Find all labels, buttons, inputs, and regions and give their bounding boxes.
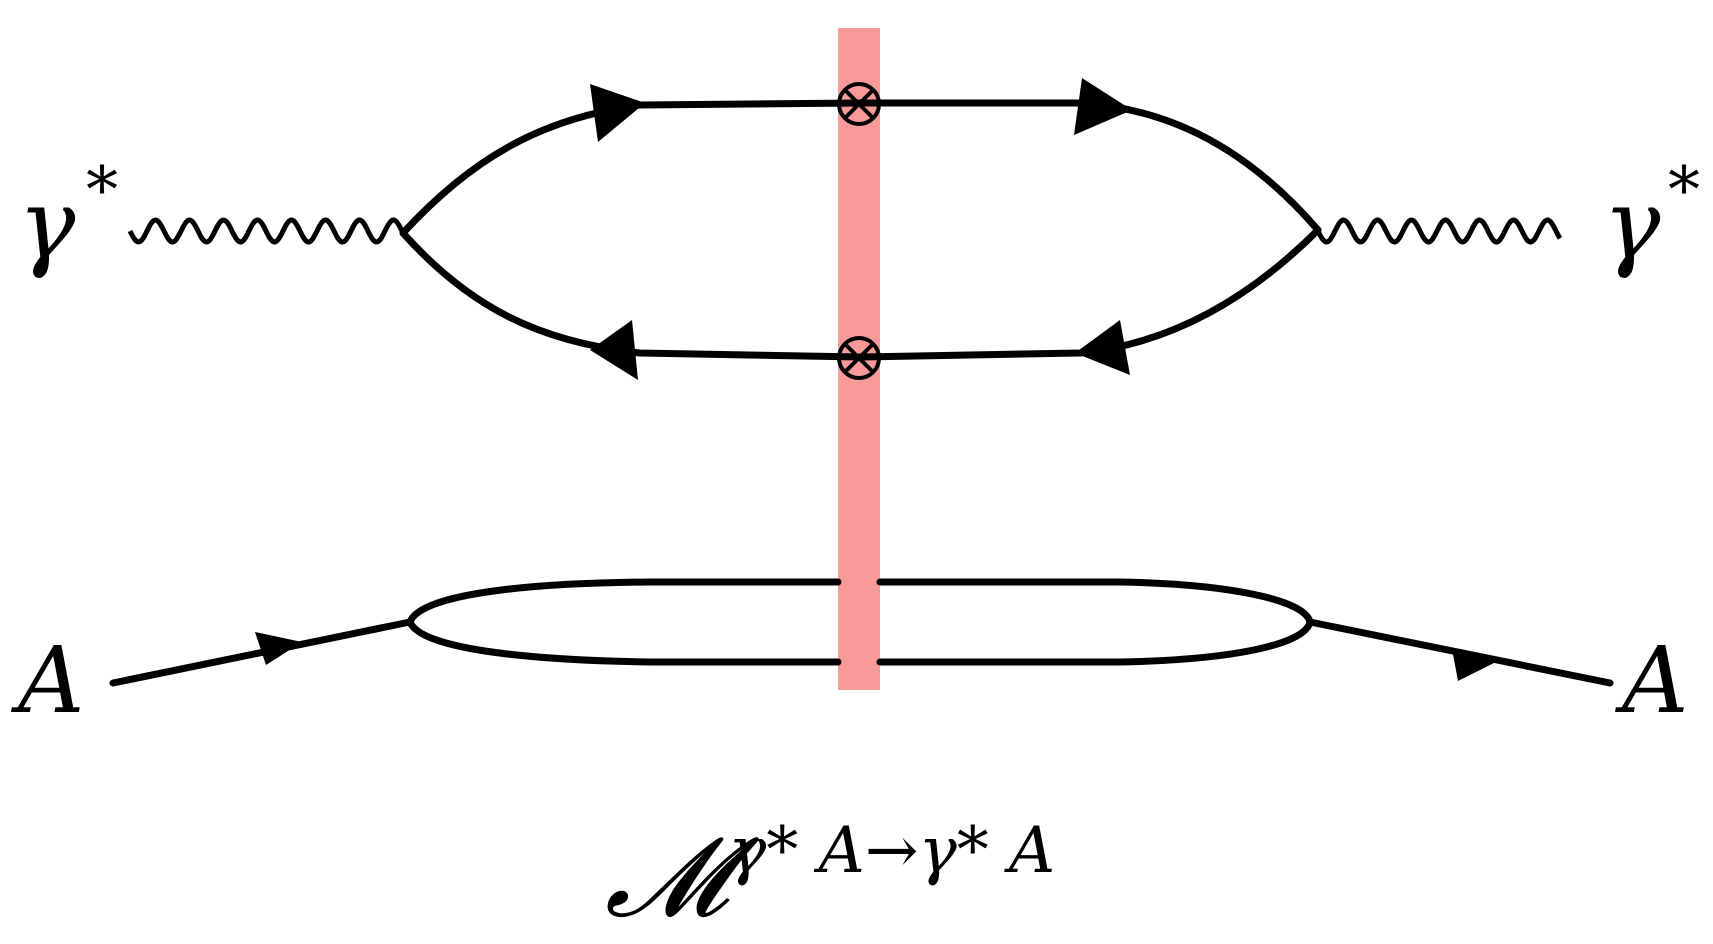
fermion-arrow-icon xyxy=(1452,649,1498,681)
fermion-arrow-icon xyxy=(1074,78,1132,135)
nucleus-blob-top xyxy=(406,578,1314,626)
photon-out-sup: * xyxy=(1668,154,1700,228)
otimes-vertex-icon xyxy=(837,82,881,126)
photon-in-label: γ xyxy=(18,169,76,281)
photon-in-sup: * xyxy=(86,154,118,228)
nucleus-blob-bottom xyxy=(406,618,1314,666)
photon-line-in xyxy=(127,217,406,245)
fermion-arrow-icon xyxy=(255,632,302,665)
fermion-arrow-icon xyxy=(590,84,645,142)
otimes-vertex-icon xyxy=(837,336,881,380)
photon-line-out xyxy=(1315,217,1563,245)
nucleus-line-in xyxy=(109,618,414,687)
nucleus-out-label: A xyxy=(1614,627,1688,734)
nucleus-in-label: A xyxy=(10,627,84,734)
photon-out-label: γ xyxy=(1603,169,1661,281)
amplitude-superscript: γ* A→γ* A xyxy=(728,814,1055,888)
fermion-arrow-icon xyxy=(590,320,638,380)
fermion-arrow-icon xyxy=(1075,320,1130,375)
